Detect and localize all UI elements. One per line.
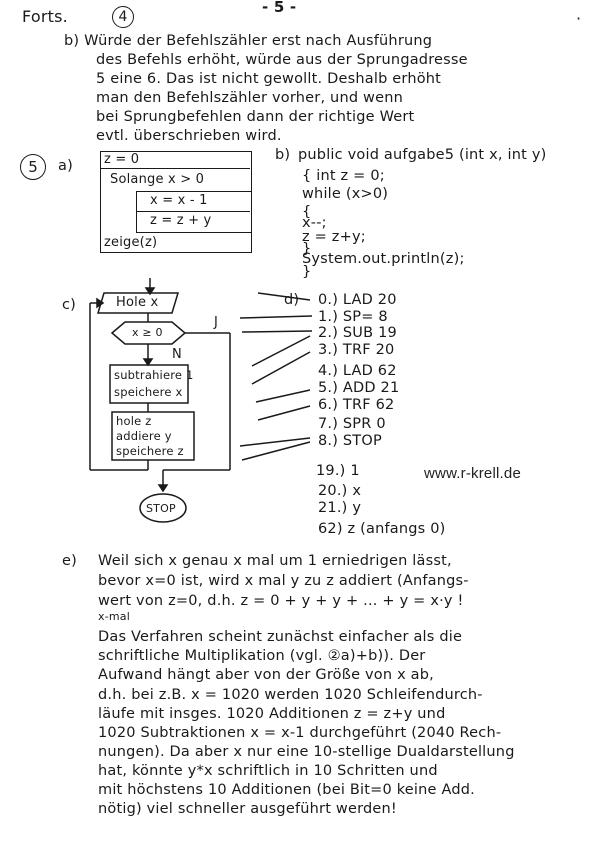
page-mark: · bbox=[576, 9, 582, 28]
code-line: System.out.println(z); bbox=[302, 251, 465, 267]
part-e-line: Das Verfahren scheint zunächst einfacher… bbox=[98, 629, 463, 645]
code-line: } bbox=[302, 241, 312, 257]
part-e-line: mit höchstens 10 Additionen (bei Bit=0 k… bbox=[98, 782, 475, 798]
memory-line: 19.) 1 bbox=[316, 463, 360, 479]
memory-line: 21.) y bbox=[318, 500, 362, 516]
struktogramm-stmt2: z = z + y bbox=[150, 213, 212, 228]
watermark-url: www.r-krell.de bbox=[424, 465, 521, 482]
flowchart-no: N bbox=[172, 347, 182, 362]
part-e-underbrace-label: x-mal bbox=[98, 610, 130, 623]
part-e-line: schriftliche Multiplikation (vgl. ②a)+b)… bbox=[98, 648, 426, 664]
struktogramm-init-row bbox=[100, 151, 250, 169]
part-e-line: hat, könnte y*x schriftlich in 10 Schrit… bbox=[98, 763, 438, 779]
flowchart-stop: STOP bbox=[146, 502, 176, 515]
part-b-line: man den Befehlszähler vorher, und wenn bbox=[96, 90, 404, 106]
part-b-line: evtl. überschrieben wird. bbox=[96, 128, 282, 144]
program-line: 5.) ADD 21 bbox=[318, 380, 400, 396]
code-line: while (x>0) bbox=[302, 186, 389, 202]
program-line: 7.) SPR 0 bbox=[318, 416, 386, 432]
memory-line: 20.) x bbox=[318, 483, 362, 499]
part-e-line: d.h. bei z.B. x = 1020 werden 1020 Schle… bbox=[98, 687, 483, 703]
code-line: { bbox=[302, 204, 312, 220]
program-line: 4.) LAD 62 bbox=[318, 363, 397, 379]
code-line: { int z = 0; bbox=[302, 168, 385, 184]
program-line: 0.) LAD 20 bbox=[318, 292, 397, 308]
part-b-line: bei Sprungbefehlen dann der richtige Wer… bbox=[96, 109, 415, 125]
header-label: Forts. bbox=[22, 7, 68, 26]
program-line: 8.) STOP bbox=[318, 433, 382, 449]
part-e-line: nötig) viel schneller ausgeführt werden! bbox=[98, 801, 397, 817]
code-line: public void aufgabe5 (int x, int y) bbox=[298, 147, 547, 163]
flowchart-proc1-line: speichere x bbox=[114, 385, 183, 399]
part-b-line: des Befehls erhöht, würde aus der Sprung… bbox=[96, 52, 468, 68]
part-e-line: 1020 Subtraktionen x = x-1 durchgeführt … bbox=[98, 725, 502, 741]
struktogramm-loop-body bbox=[136, 191, 252, 233]
struktogramm-init: z = 0 bbox=[104, 152, 140, 167]
flowchart-proc2-line: speichere z bbox=[116, 444, 184, 458]
program-line: 3.) TRF 20 bbox=[318, 342, 395, 358]
part-e-line: läufe mit insges. 1020 Additionen z = z+… bbox=[98, 706, 446, 722]
label-d: d) bbox=[284, 292, 300, 308]
struktogramm-stmt1: x = x - 1 bbox=[150, 193, 208, 208]
label-c: c) bbox=[62, 297, 77, 313]
task-number-circle: 5 bbox=[20, 154, 46, 180]
part-e-line: nungen). Da aber x nur eine 10-stellige … bbox=[98, 744, 515, 760]
label-b: b) bbox=[275, 147, 291, 163]
part-b-line: 5 eine 6. Das ist nicht gewollt. Deshalb… bbox=[96, 71, 442, 87]
flowchart-yes: J bbox=[214, 315, 219, 330]
program-line: 2.) SUB 19 bbox=[318, 325, 397, 341]
struktogramm-stmt1-row bbox=[136, 191, 250, 212]
part-e-line: Weil sich x genau x mal um 1 erniedrigen… bbox=[98, 553, 452, 569]
label-e: e) bbox=[62, 553, 77, 569]
memory-line: 62) z (anfangs 0) bbox=[318, 521, 446, 537]
flowchart-decision: x ≥ 0 bbox=[132, 326, 163, 339]
sheet-number-circle: 4 bbox=[112, 6, 134, 28]
flowchart-proc1-line: subtrahiere 1 bbox=[114, 368, 194, 382]
code-line: x--; bbox=[302, 215, 327, 231]
struktogramm-loop: Solange x > 0 bbox=[110, 172, 205, 187]
page-number: - 5 - bbox=[262, 0, 297, 16]
program-line: 6.) TRF 62 bbox=[318, 397, 395, 413]
code-line: } bbox=[302, 264, 312, 280]
part-b-line: b) Würde der Befehlszähler erst nach Aus… bbox=[64, 33, 433, 49]
flowchart-proc2-line: addiere y bbox=[116, 429, 172, 443]
program-line: 1.) SP= 8 bbox=[318, 309, 388, 325]
flowchart-proc2-line: hole z bbox=[116, 414, 152, 428]
part-e-line: Aufwand hängt aber von der Größe von x a… bbox=[98, 667, 434, 683]
flowchart-get: Hole x bbox=[116, 295, 159, 310]
part-e-line: bevor x=0 ist, wird x mal y zu z addiert… bbox=[98, 573, 469, 589]
struktogramm-output: zeige(z) bbox=[104, 235, 158, 250]
code-line: z = z+y; bbox=[302, 229, 366, 245]
label-a: a) bbox=[58, 158, 73, 174]
part-e-line: wert von z=0, d.h. z = 0 + y + y + ... +… bbox=[98, 593, 464, 609]
